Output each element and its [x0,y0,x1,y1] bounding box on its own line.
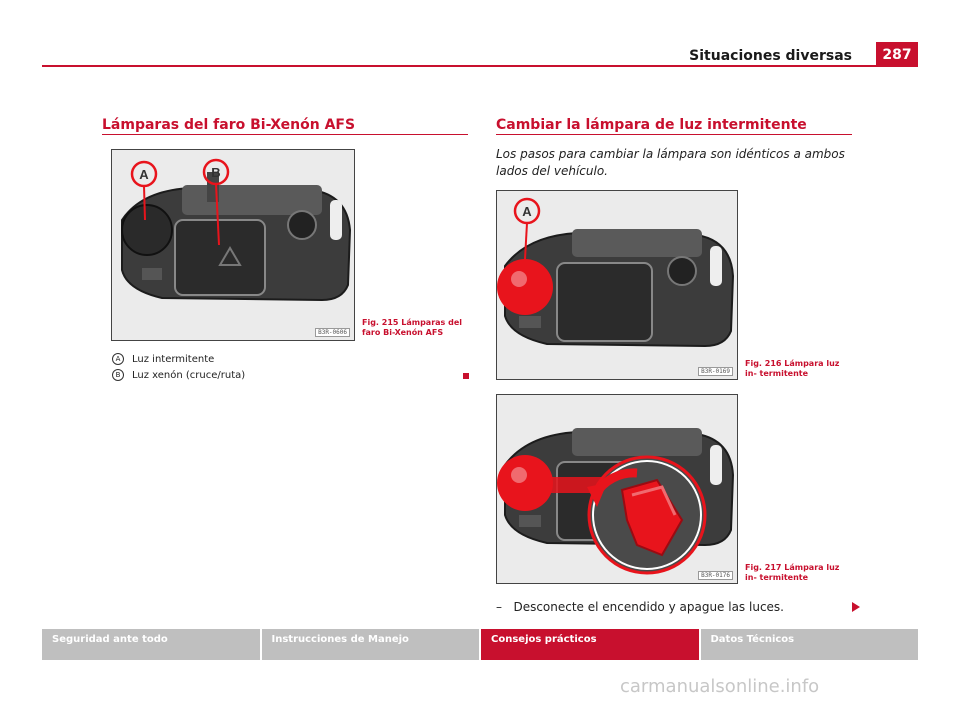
header-rule [42,65,918,67]
headlight-figure-215: A B B3R-0606 [111,149,355,341]
legend-text-b: Luz xenón (cruce/ruta) [132,370,246,381]
section-title: Situaciones diversas [689,48,852,64]
step-dash: – [496,600,502,614]
figure-code: B3R-0169 [698,367,733,376]
figure-caption-216: Fig. 216 Lámpara luz in- termitente [745,359,840,378]
figure-caption-215: Fig. 215 Lámparas del faro Bi-Xenón AFS [362,318,462,337]
watermark: carmanualsonline.info [620,676,820,697]
headlight-figure-217: B3R-0176 [496,394,738,584]
step-text: Desconecte el encendido y apague las luc… [513,600,784,614]
nav-tab-seguridad[interactable]: Seguridad ante todo [42,629,262,660]
figure-code: B3R-0176 [698,571,733,580]
legend-text-a: Luz intermitente [132,354,215,365]
turn-signal-illustration-2 [497,395,737,583]
headlight-illustration: A B [112,150,354,340]
page-number: 287 [876,42,918,67]
nav-tab-datos[interactable]: Datos Técnicos [700,629,918,660]
callout-b: B [211,165,220,180]
headlight-figure-216: A B3R-0169 [496,190,738,380]
nav-tab-instrucciones[interactable]: Instrucciones de Manejo [261,629,481,660]
legend-key-b: B [112,369,124,381]
figure-caption-217: Fig. 217 Lámpara luz in- termitente [745,563,840,582]
right-section-title: Cambiar la lámpara de luz intermitente [496,117,807,133]
turn-signal-illustration-1: A [497,191,737,379]
left-section-title: Lámparas del faro Bi-Xenón AFS [102,117,356,133]
end-marker [463,373,469,379]
intro-text: Los pasos para cambiar la lámpara son id… [496,147,845,178]
continue-arrow-icon [852,602,860,612]
legend-key-a: A [112,353,124,365]
right-section-rule [496,134,852,135]
instruction-step: – Desconecte el encendido y apague las l… [496,600,784,614]
callout-a: A [522,204,532,219]
footer-nav: Seguridad ante todo Instrucciones de Man… [42,629,918,660]
nav-tab-consejos[interactable]: Consejos prácticos [481,629,701,660]
legend-item-b: B Luz xenón (cruce/ruta) [112,369,245,381]
left-section-rule [102,134,468,135]
callout-a: A [139,167,149,182]
legend-item-a: A Luz intermitente [112,353,214,365]
figure-code: B3R-0606 [315,328,350,337]
